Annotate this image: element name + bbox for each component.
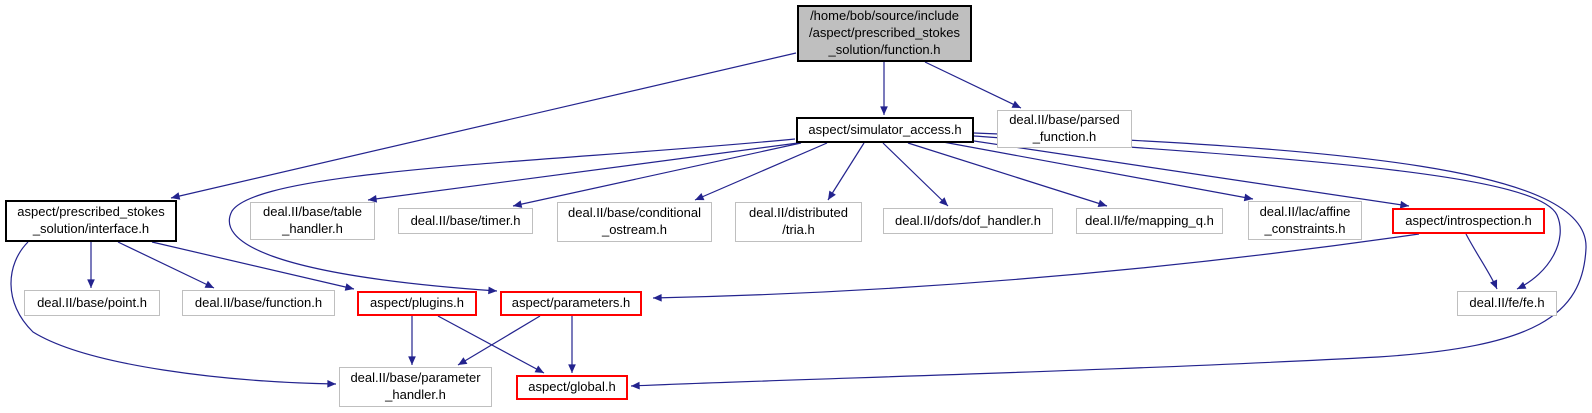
node-plugins-h[interactable]: aspect/plugins.h [357,291,477,316]
node-parsed-function-h: deal.II/base/parsed _function.h [997,110,1132,148]
edge-plugins-h-to-global-h [437,315,545,374]
edge-function-h-to-parsed-function-h [924,61,1022,109]
node-parameters-h[interactable]: aspect/parameters.h [500,291,642,316]
edge-simulator-access-h-to-conditional-ostream-h [694,142,828,201]
node-conditional-ostream-h: deal.II/base/conditional _ostream.h [557,202,712,242]
node-global-h[interactable]: aspect/global.h [516,375,628,400]
node-parameter-handler-h-label: deal.II/base/parameter _handler.h [350,370,481,402]
edge-simulator-access-h-to-mapping-q-h [907,142,1108,208]
node-simulator-access-h-label: aspect/simulator_access.h [808,121,962,137]
node-point-h-label: deal.II/base/point.h [37,294,147,310]
edge-function-h-to-interface-h [170,52,797,200]
node-conditional-ostream-h-label: deal.II/base/conditional _ostream.h [568,205,701,237]
node-fe-h-label: deal.II/fe/fe.h [1469,295,1545,311]
node-timer-h: deal.II/base/timer.h [398,208,533,234]
node-plugins-h-label: aspect/plugins.h [370,295,464,311]
edge-simulator-access-h-to-dof-handler-h [882,142,949,207]
edge-simulator-access-h-to-affine-constraints-h [942,141,1254,202]
node-function-h-label: /home/bob/source/include /aspect/prescri… [808,8,961,57]
edge-interface-h-to-plugins-h [151,241,355,291]
node-table-handler-h-label: deal.II/base/table _handler.h [262,204,363,236]
node-function-h: /home/bob/source/include /aspect/prescri… [797,5,972,62]
node-base-function-h-label: deal.II/base/function.h [194,294,323,310]
node-timer-h-label: deal.II/base/timer.h [410,212,521,228]
edge-simulator-access-h-to-fe-h [973,135,1561,290]
node-mapping-q-h-label: deal.II/fe/mapping_q.h [1085,212,1214,228]
edge-simulator-access-h-to-timer-h [512,142,802,208]
edge-introspection-h-to-fe-h [1465,233,1498,290]
node-parsed-function-h-label: deal.II/base/parsed _function.h [1009,112,1120,144]
node-fe-h: deal.II/fe/fe.h [1457,291,1557,316]
node-parameters-h-label: aspect/parameters.h [511,295,631,311]
node-interface-h-label: aspect/prescribed_stokes _solution/inter… [17,204,165,236]
edge-introspection-h-to-parameters-h [652,233,1420,302]
edge-interface-h-to-parameter-handler-h [10,241,337,388]
edge-simulator-access-h-to-distributed-tria-h [827,142,865,201]
node-dof-handler-h: deal.II/dofs/dof_handler.h [883,208,1053,234]
edge-simulator-access-h-to-global-h [630,132,1587,390]
node-simulator-access-h[interactable]: aspect/simulator_access.h [796,117,974,143]
node-distributed-tria-h: deal.II/distributed /tria.h [735,202,862,242]
node-base-function-h: deal.II/base/function.h [182,290,335,316]
node-dof-handler-h-label: deal.II/dofs/dof_handler.h [894,212,1041,228]
node-affine-constraints-h: deal.II/lac/affine _constraints.h [1248,201,1362,240]
node-introspection-h-label: aspect/introspection.h [1405,212,1532,228]
edge-simulator-access-h-to-introspection-h [973,140,1410,209]
edge-simulator-access-h-to-parameters-h [228,138,796,295]
edge-interface-h-to-base-function-h [117,241,215,289]
node-global-h-label: aspect/global.h [528,379,616,395]
edge-simulator-access-h-to-table-handler-h [367,142,799,203]
node-mapping-q-h: deal.II/fe/mapping_q.h [1076,208,1223,234]
node-parameter-handler-h: deal.II/base/parameter _handler.h [339,367,492,407]
node-point-h: deal.II/base/point.h [24,290,160,316]
node-affine-constraints-h-label: deal.II/lac/affine _constraints.h [1259,203,1351,236]
node-interface-h[interactable]: aspect/prescribed_stokes _solution/inter… [5,200,177,242]
node-introspection-h[interactable]: aspect/introspection.h [1392,208,1545,234]
edge-parameters-h-to-parameter-handler-h [457,315,541,366]
node-distributed-tria-h-label: deal.II/distributed /tria.h [748,205,848,237]
node-table-handler-h: deal.II/base/table _handler.h [250,202,375,240]
